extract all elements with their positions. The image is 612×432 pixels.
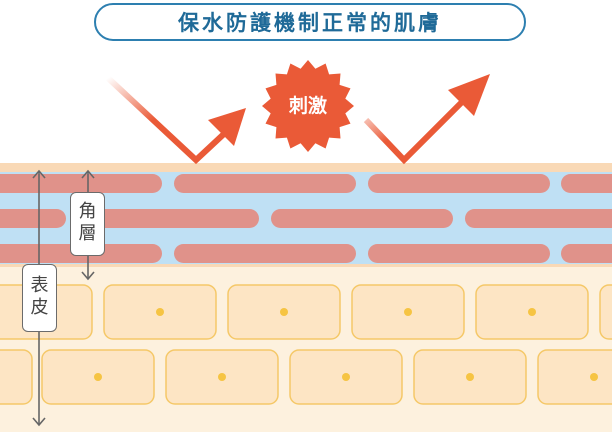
horny-cells [0, 174, 612, 263]
horny-cell [174, 244, 356, 263]
horny-cell [0, 209, 66, 228]
epidermis-label: 表 皮 [22, 264, 57, 332]
bounce-arrow-left [105, 75, 246, 165]
epidermis-cell [0, 349, 33, 405]
horny-cell [465, 209, 612, 228]
title-banner: 保水防護機制正常的肌膚 [94, 3, 526, 41]
cell-nucleus [466, 373, 474, 381]
stimulus-label: 刺激 [288, 95, 327, 117]
page-title: 保水防護機制正常的肌膚 [178, 11, 442, 35]
horny-cell [368, 174, 550, 193]
horny-layer-label: 角 層 [70, 192, 105, 256]
cell-nucleus [590, 373, 598, 381]
cell-nucleus [156, 308, 164, 316]
horny-cell [79, 209, 259, 228]
horny-cell [271, 209, 453, 228]
cell-nucleus [218, 373, 226, 381]
cell-nucleus [94, 373, 102, 381]
cell-nucleus [404, 308, 412, 316]
cell-nucleus [280, 308, 288, 316]
stimulus-burst [262, 60, 354, 152]
horny-cell [561, 174, 612, 193]
epidermis-cell [599, 284, 612, 340]
horny-cell [561, 244, 612, 263]
horny-cell [368, 244, 550, 263]
cell-nucleus [528, 308, 536, 316]
horny-cell [0, 174, 162, 193]
horny-cell [174, 174, 356, 193]
epidermis-cell [537, 349, 612, 405]
cell-nucleus [342, 373, 350, 381]
bounce-arrow-right [363, 74, 490, 165]
